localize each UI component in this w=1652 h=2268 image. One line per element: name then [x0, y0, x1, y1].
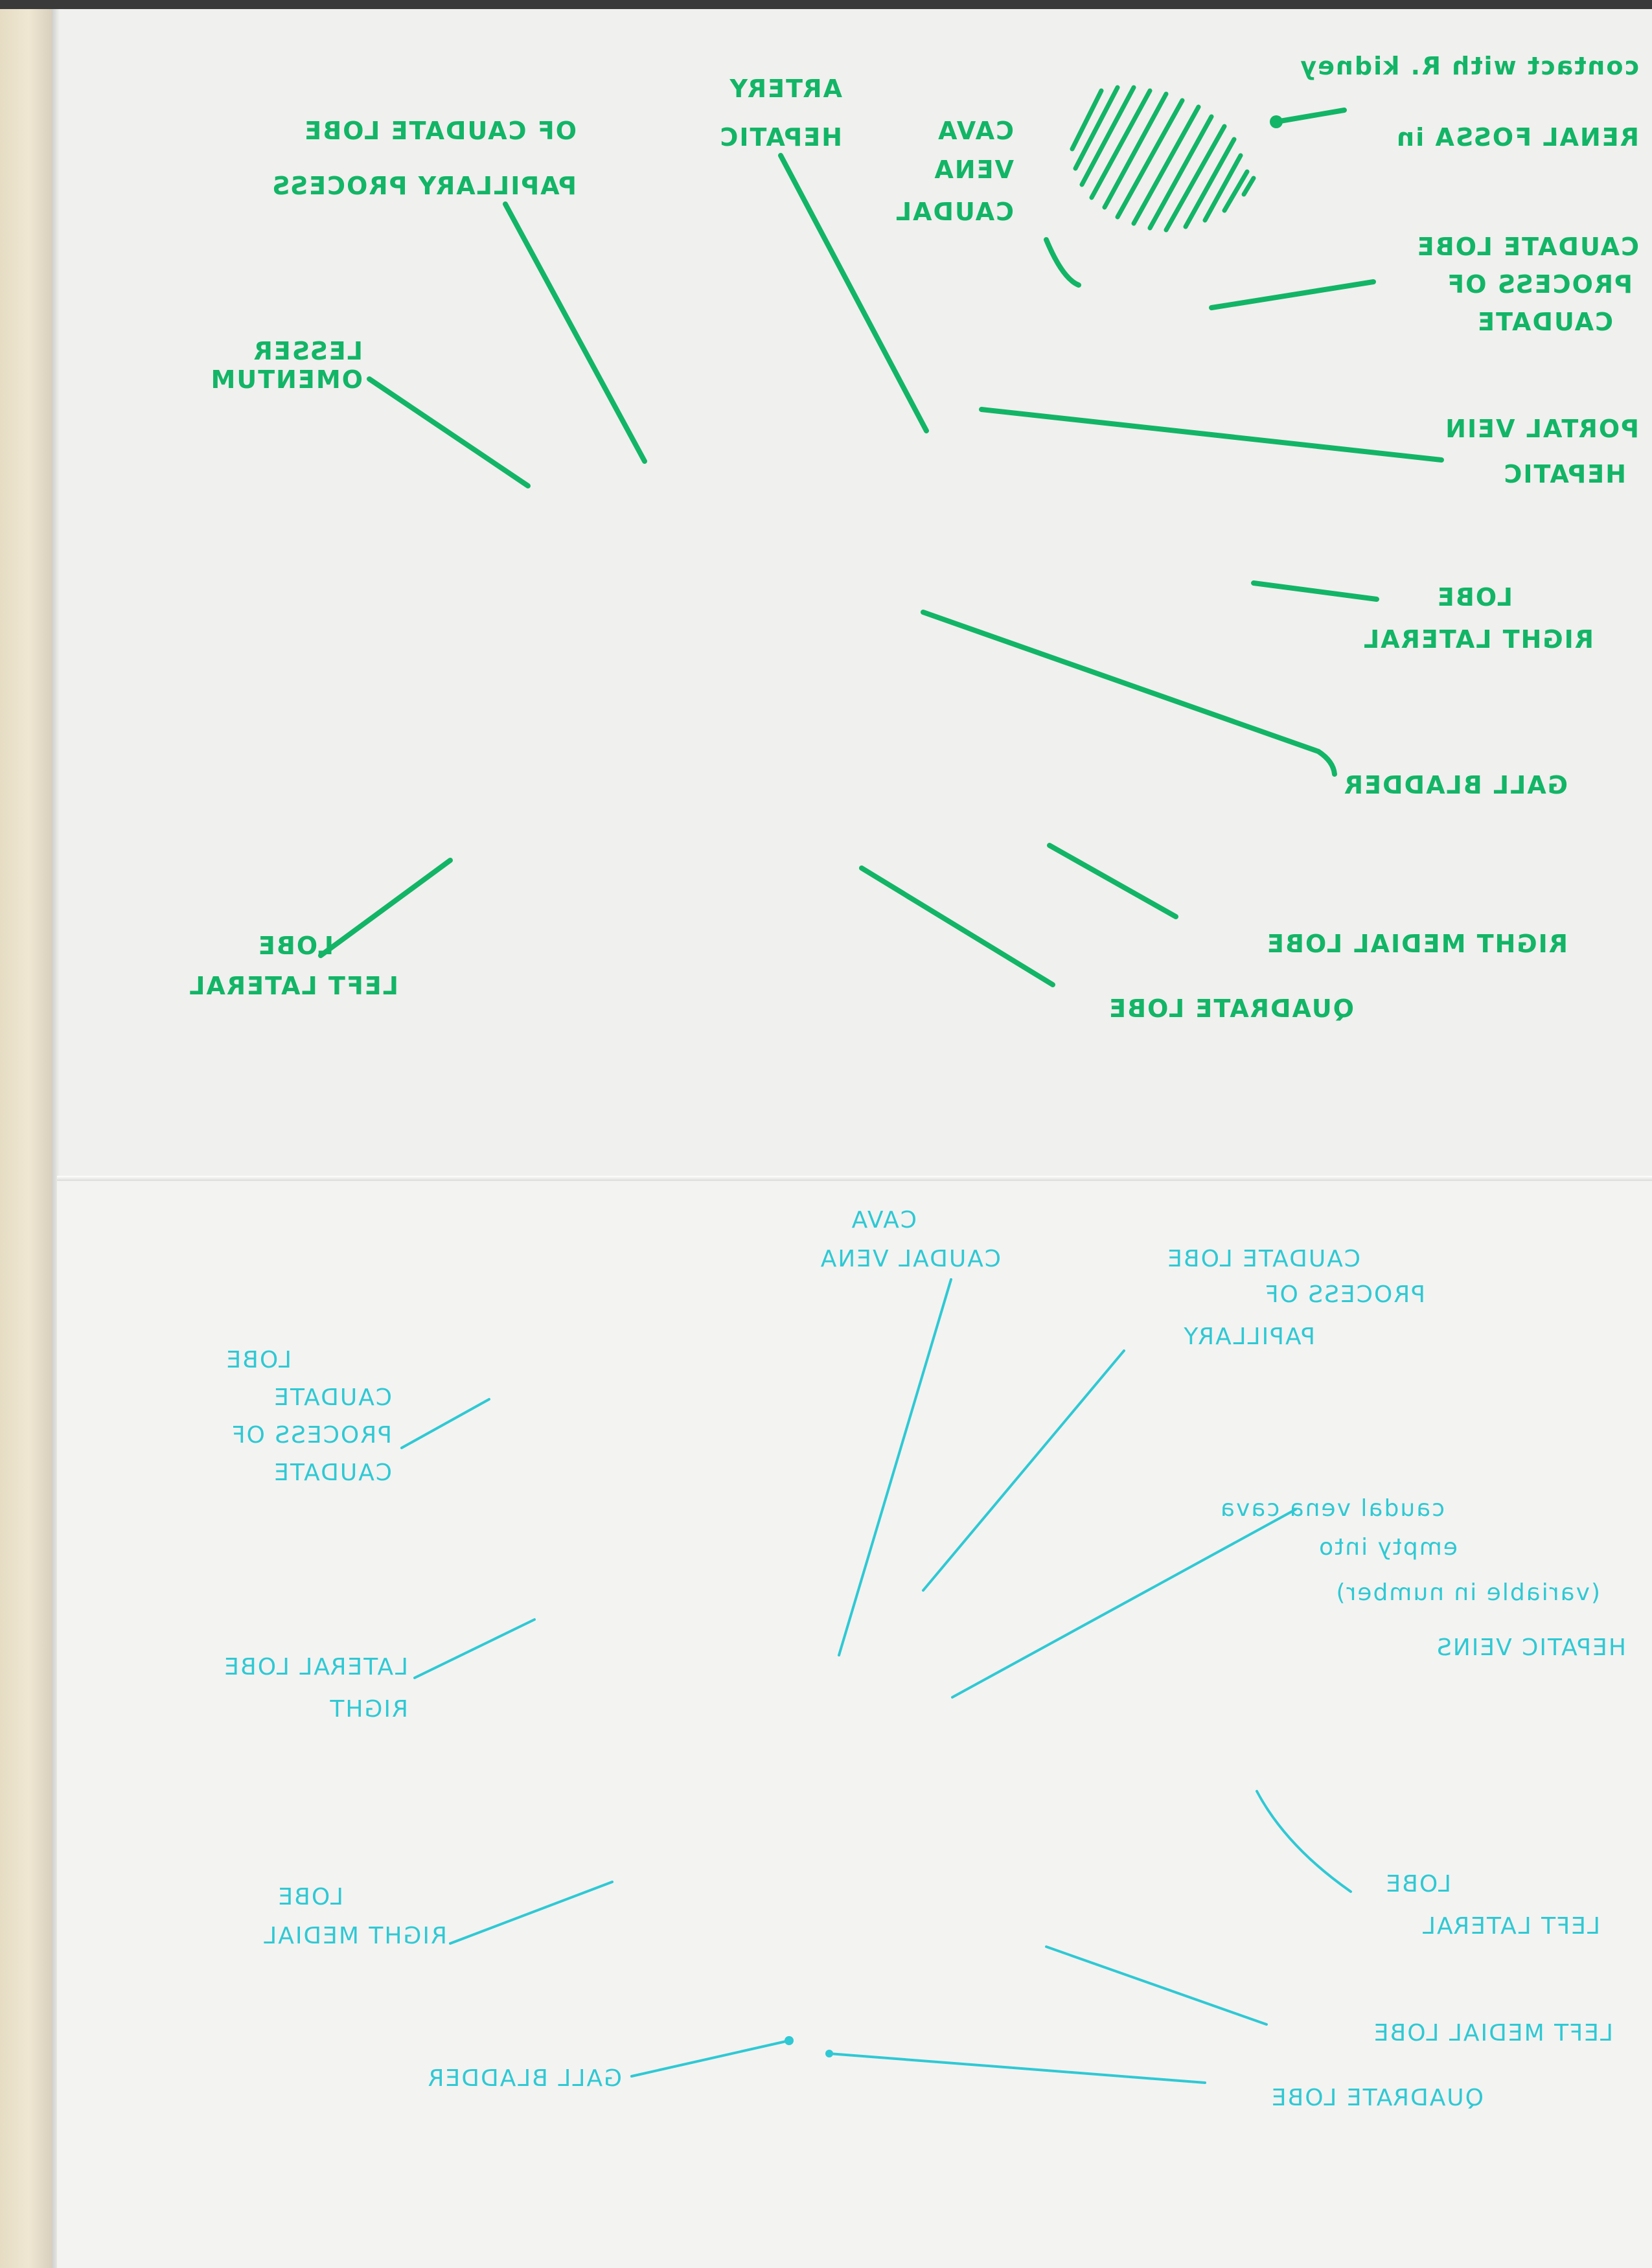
quadrate-lobe-leader: [859, 865, 1055, 987]
right-lateral-lobe-leader-lower: [413, 1618, 536, 1679]
renal-fossa-dot: [1270, 115, 1283, 128]
right-lateral-lobe-label-lower: RIGHTLATERAL LOBE: [223, 1654, 408, 1723]
left-lateral-lobe-leader-lower: [1256, 1790, 1352, 1893]
right-lateral-lobe-leader: [1251, 580, 1379, 602]
quadrate-lobe-leader-lower: [828, 2052, 1206, 2084]
hepatic-artery-leader: [778, 153, 929, 433]
lower-sheet: [57, 1181, 1652, 2268]
gall-bladder-label-lower: GALL BLADDER: [427, 2065, 623, 2092]
gall-bladder-leader-lower: [630, 2039, 790, 2078]
right-medial-lobe-label-lower: RIGHT MEDIALLOBE: [262, 1884, 447, 1949]
caudate-process-leader: [1209, 279, 1376, 310]
left-lateral-lobe-leader: [318, 858, 453, 958]
scan-top-edge: [0, 0, 1652, 9]
caudal-vena-cava-leader: [1044, 237, 1081, 288]
renal-fossa-leader: [1274, 108, 1347, 124]
sheet-seam: [57, 1176, 1652, 1181]
right-medial-lobe-leader: [1047, 843, 1178, 919]
caudal-vena-cava-label-lower: CAUDAL VENACAVA: [820, 1207, 1001, 1272]
gall-bladder-leader: [921, 610, 1337, 777]
renal-fossa-label: RENAL FOSSA incontact with R. kidney: [1299, 52, 1639, 152]
quadrate-lobe-dot-lower: [825, 2050, 833, 2057]
right-medial-lobe-leader-lower: [449, 1881, 614, 1945]
caudate-process-label: CAUDATEPROCESS OFCAUDATE LOBE: [1416, 233, 1639, 336]
quadrate-lobe-label-lower: QUADRATE LOBE: [1270, 2085, 1484, 2111]
left-lateral-lobe-label: LEFT LATERALLOBE: [188, 932, 398, 1000]
left-medial-lobe-leader-lower: [1045, 1945, 1268, 2026]
right-lateral-lobe-label: RIGHT LATERALLOBE: [1362, 583, 1594, 654]
papillary-process-leader-lower: [922, 1349, 1125, 1592]
left-lateral-lobe-label-lower: LEFT LATERALLOBE: [1384, 1871, 1600, 1940]
hepatic-veins-label-lower: HEPATIC VEINS(variable in number)empty i…: [1219, 1495, 1626, 1661]
caudal-vena-cava-leader-lower: [838, 1278, 952, 1656]
papillary-process-label: PAPILLARY PROCESSOF CAUDATE LOBE: [271, 117, 577, 200]
lower-diagram: CAUDAL VENACAVA CAUDATEPROCESS OFCAUDATE…: [223, 1207, 1626, 2111]
renal-fossa-hatching: [1070, 85, 1256, 233]
caudate-process-label-lower: CAUDATEPROCESS OFCAUDATELOBE: [225, 1347, 392, 1486]
hepatic-portal-vein-leader: [979, 407, 1444, 463]
left-medial-lobe-label-lower: LEFT MEDIAL LOBE: [1373, 2020, 1613, 2046]
gall-bladder-dot-lower: [785, 2036, 794, 2045]
hepatic-artery-label: HEPATICARTERY: [718, 74, 842, 152]
gall-bladder-label: GALL BLADDER: [1343, 771, 1568, 799]
right-medial-lobe-label: RIGHT MEDIAL LOBE: [1266, 930, 1568, 958]
lesser-omentum-leader: [367, 376, 531, 488]
papillary-process-leader: [503, 201, 647, 464]
caudate-process-leader-lower: [400, 1398, 490, 1449]
hepatic-portal-vein-label: HEPATICPORTAL VEIN: [1444, 415, 1639, 488]
papillary-process-label-lower: PAPILLARYPROCESS OFCAUDATE LOBE: [1166, 1246, 1425, 1350]
binder-edge: [0, 0, 52, 2268]
quadrate-lobe-label: QUADRATE LOBE: [1108, 994, 1354, 1023]
hepatic-veins-leader-lower: [951, 1508, 1297, 1699]
caudal-vena-cava-label: CAUDALVENACAVA: [895, 117, 1014, 226]
